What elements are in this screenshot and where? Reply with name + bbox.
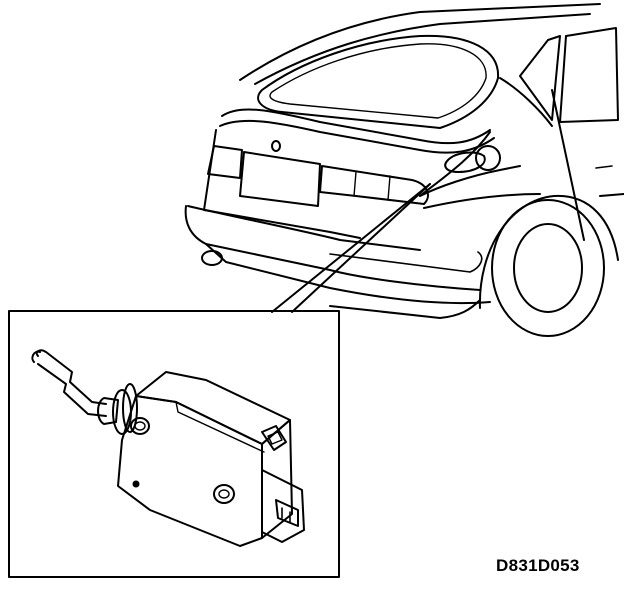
rear-side-window bbox=[519, 35, 561, 121]
fuel-filler-flap-lock-motor-icon bbox=[31, 349, 305, 547]
boot-collar bbox=[112, 389, 132, 435]
rear-bumper-top bbox=[187, 205, 421, 251]
detail-frame bbox=[8, 310, 340, 578]
rear-emblem bbox=[271, 140, 281, 152]
wheel-arch bbox=[478, 194, 619, 309]
screw-mark bbox=[132, 480, 140, 488]
housing-clip-slot bbox=[267, 431, 283, 445]
mounting-hole-lower-inner bbox=[218, 489, 230, 499]
mounting-hole-upper bbox=[130, 417, 150, 435]
housing-top bbox=[135, 371, 291, 445]
quarter-panel bbox=[419, 165, 521, 197]
car-rear-three-quarter-icon bbox=[184, 3, 624, 337]
bumper-strip bbox=[329, 251, 483, 273]
side-door-edge bbox=[551, 89, 585, 241]
actuator-rod-outer bbox=[31, 350, 107, 417]
license-plate-recess bbox=[239, 151, 321, 207]
connector-housing bbox=[261, 469, 305, 543]
actuator-rod bbox=[35, 349, 107, 405]
rear-spoiler bbox=[221, 108, 491, 145]
figure-code-label: D831D053 bbox=[496, 556, 580, 575]
housing-clip bbox=[261, 425, 287, 451]
connector-plug bbox=[275, 499, 299, 527]
leader-line-upper bbox=[271, 183, 431, 313]
body-lower-line bbox=[329, 299, 481, 319]
mounting-hole-upper-inner bbox=[134, 421, 146, 431]
tailgate bbox=[203, 129, 361, 239]
tail-light-right bbox=[319, 165, 429, 205]
rear-bumper bbox=[184, 205, 481, 291]
rubber-boot bbox=[97, 397, 119, 425]
side-window bbox=[559, 27, 619, 123]
rear-window bbox=[257, 34, 500, 129]
door-handle bbox=[595, 165, 613, 169]
housing-side bbox=[261, 419, 293, 539]
body-rocker bbox=[599, 193, 624, 197]
car-roof-line bbox=[239, 3, 601, 81]
tail-light-left bbox=[207, 145, 243, 179]
rear-window-inner bbox=[269, 43, 487, 119]
bumper-lower-edge bbox=[205, 243, 491, 305]
fuel-filler-flap bbox=[444, 151, 486, 173]
car-roof-inner-line bbox=[254, 13, 591, 85]
mounting-hole-lower bbox=[213, 484, 235, 504]
body-side-crease bbox=[423, 193, 541, 209]
rear-wheel bbox=[491, 199, 605, 337]
exhaust-pipe bbox=[201, 250, 223, 266]
connector-pins bbox=[281, 507, 291, 523]
leader-line-lower bbox=[291, 183, 431, 313]
boot-flange bbox=[122, 383, 138, 433]
tail-light-right-divider bbox=[353, 171, 391, 201]
housing-ridge bbox=[175, 401, 265, 453]
c-pillar bbox=[499, 77, 553, 127]
rear-spoiler-lower bbox=[219, 119, 495, 154]
callout-leader-lines bbox=[271, 183, 431, 313]
fuel-cap-recess bbox=[475, 145, 501, 171]
housing-front bbox=[117, 395, 263, 547]
rear-wheel-hub bbox=[513, 223, 583, 313]
